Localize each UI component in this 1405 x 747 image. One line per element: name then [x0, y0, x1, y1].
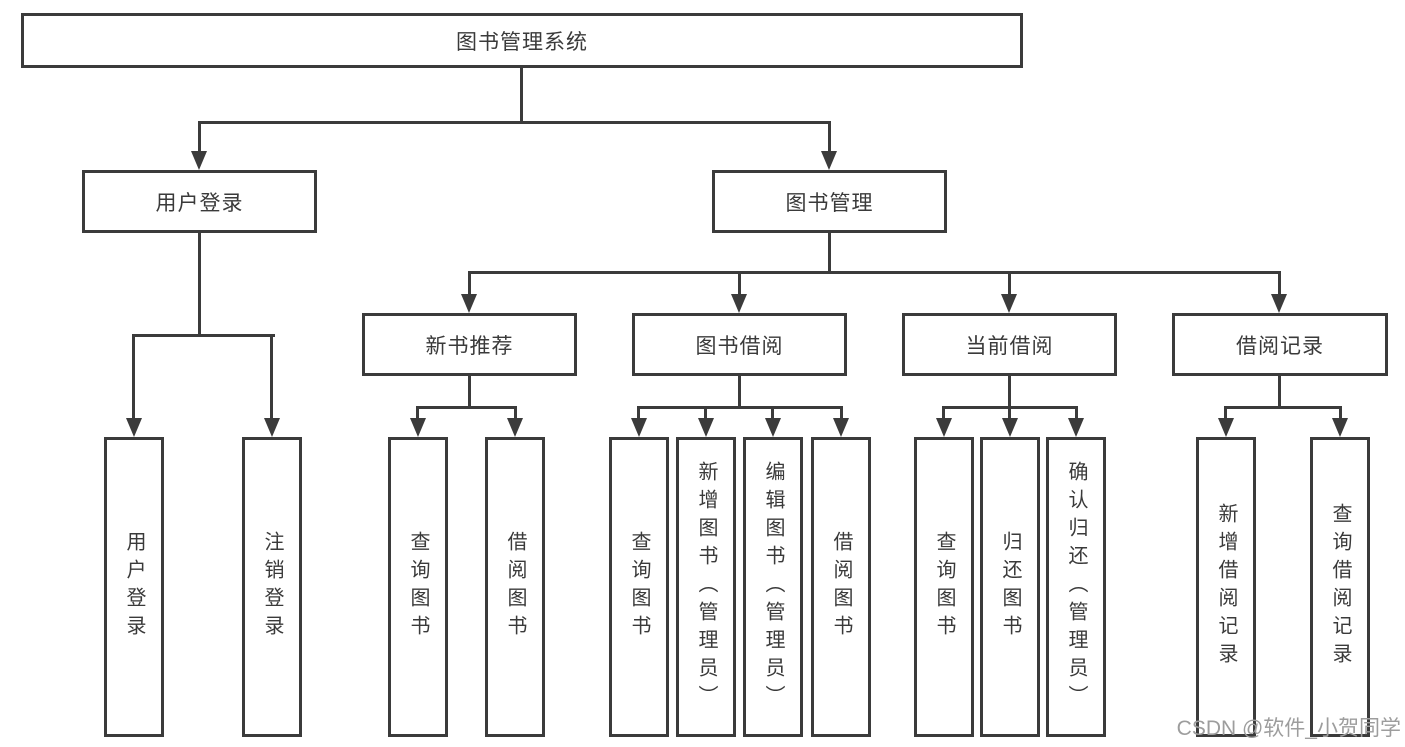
- connector-line: [1008, 406, 1011, 420]
- leaf-add-books-admin: 新增图书（管理员）: [676, 437, 736, 737]
- connector-line: [468, 376, 471, 409]
- leaf-add-borrow-record-label: 新增借阅记录: [1215, 503, 1237, 671]
- connector-line: [132, 334, 275, 337]
- arrow-down-icon: [1001, 294, 1017, 313]
- node-book-management-label: 图书管理: [785, 191, 874, 215]
- arrow-down-icon: [1271, 294, 1287, 313]
- arrow-down-icon: [1332, 418, 1348, 437]
- leaf-query-books-borrowing: 查询图书: [609, 437, 669, 737]
- leaf-edit-books-admin: 编辑图书（管理员）: [743, 437, 803, 737]
- connector-line: [637, 406, 640, 420]
- arrow-down-icon: [833, 418, 849, 437]
- connector-line: [1278, 271, 1281, 298]
- connector-line: [514, 406, 517, 420]
- leaf-query-books-recommend: 查询图书: [388, 437, 448, 737]
- leaf-logout-label: 注销登录: [261, 531, 283, 643]
- leaf-return-books-label: 归还图书: [999, 531, 1021, 643]
- arrow-down-icon: [191, 151, 207, 170]
- connector-line: [828, 233, 831, 274]
- connector-line: [828, 121, 831, 154]
- connector-line: [637, 406, 843, 409]
- leaf-query-books-recommend-label: 查询图书: [407, 531, 429, 643]
- connector-line: [468, 271, 1281, 274]
- leaf-confirm-return-admin: 确认归还（管理员）: [1046, 437, 1106, 737]
- leaf-logout: 注销登录: [242, 437, 302, 737]
- connector-line: [198, 233, 201, 337]
- node-new-book-recommend-label: 新书推荐: [425, 334, 514, 358]
- node-new-book-recommend: 新书推荐: [362, 313, 577, 376]
- connector-line: [270, 334, 273, 420]
- node-book-borrowing: 图书借阅: [632, 313, 847, 376]
- node-current-borrowing: 当前借阅: [902, 313, 1117, 376]
- node-current-borrowing-label: 当前借阅: [965, 334, 1054, 358]
- leaf-borrow-books-borrowing-label: 借阅图书: [830, 531, 852, 643]
- connector-line: [468, 271, 471, 298]
- connector-line: [416, 406, 517, 409]
- connector-line: [416, 406, 419, 420]
- arrow-down-icon: [936, 418, 952, 437]
- connector-line: [1339, 406, 1342, 420]
- arrow-down-icon: [1218, 418, 1234, 437]
- leaf-query-books-current: 查询图书: [914, 437, 974, 737]
- connector-line: [132, 334, 135, 420]
- connector-line: [198, 121, 831, 124]
- leaf-edit-books-admin-label: 编辑图书（管理员）: [762, 461, 784, 713]
- arrow-down-icon: [1002, 418, 1018, 437]
- connector-line: [520, 68, 523, 124]
- connector-line: [738, 271, 741, 298]
- arrow-down-icon: [126, 418, 142, 437]
- leaf-borrow-books-borrowing: 借阅图书: [811, 437, 871, 737]
- arrow-down-icon: [264, 418, 280, 437]
- arrow-down-icon: [698, 418, 714, 437]
- connector-line: [1008, 376, 1011, 409]
- connector-line: [198, 121, 201, 154]
- node-borrow-records: 借阅记录: [1172, 313, 1388, 376]
- connector-line: [1278, 376, 1281, 409]
- arrow-down-icon: [461, 294, 477, 313]
- leaf-query-books-current-label: 查询图书: [933, 531, 955, 643]
- arrow-down-icon: [821, 151, 837, 170]
- leaf-query-borrow-record-label: 查询借阅记录: [1329, 503, 1351, 671]
- leaf-add-borrow-record: 新增借阅记录: [1196, 437, 1256, 737]
- node-user-login-label: 用户登录: [155, 191, 244, 215]
- csdn-watermark: CSDN @软件_小贺同学: [1176, 717, 1401, 740]
- node-book-management: 图书管理: [712, 170, 947, 233]
- leaf-borrow-books-recommend: 借阅图书: [485, 437, 545, 737]
- connector-line: [1224, 406, 1227, 420]
- leaf-borrow-books-recommend-label: 借阅图书: [504, 531, 526, 643]
- leaf-return-books: 归还图书: [980, 437, 1040, 737]
- leaf-add-books-admin-label: 新增图书（管理员）: [695, 461, 717, 713]
- node-root-label: 图书管理系统: [456, 30, 588, 54]
- arrow-down-icon: [410, 418, 426, 437]
- connector-line: [738, 376, 741, 409]
- connector-line: [840, 406, 843, 420]
- arrow-down-icon: [1068, 418, 1084, 437]
- node-borrow-records-label: 借阅记录: [1236, 334, 1324, 358]
- node-root: 图书管理系统: [21, 13, 1023, 68]
- arrow-down-icon: [731, 294, 747, 313]
- leaf-user-login: 用户登录: [104, 437, 164, 737]
- leaf-confirm-return-admin-label: 确认归还（管理员）: [1065, 461, 1087, 713]
- connector-line: [1075, 406, 1078, 420]
- node-user-login: 用户登录: [82, 170, 317, 233]
- arrow-down-icon: [507, 418, 523, 437]
- connector-line: [704, 406, 707, 420]
- leaf-query-borrow-record: 查询借阅记录: [1310, 437, 1370, 737]
- connector-line: [1008, 271, 1011, 298]
- arrow-down-icon: [631, 418, 647, 437]
- connector-line: [771, 406, 774, 420]
- leaf-query-books-borrowing-label: 查询图书: [628, 531, 650, 643]
- arrow-down-icon: [765, 418, 781, 437]
- connector-line: [942, 406, 945, 420]
- connector-line: [1224, 406, 1342, 409]
- node-book-borrowing-label: 图书借阅: [695, 334, 784, 358]
- leaf-user-login-label: 用户登录: [123, 531, 145, 643]
